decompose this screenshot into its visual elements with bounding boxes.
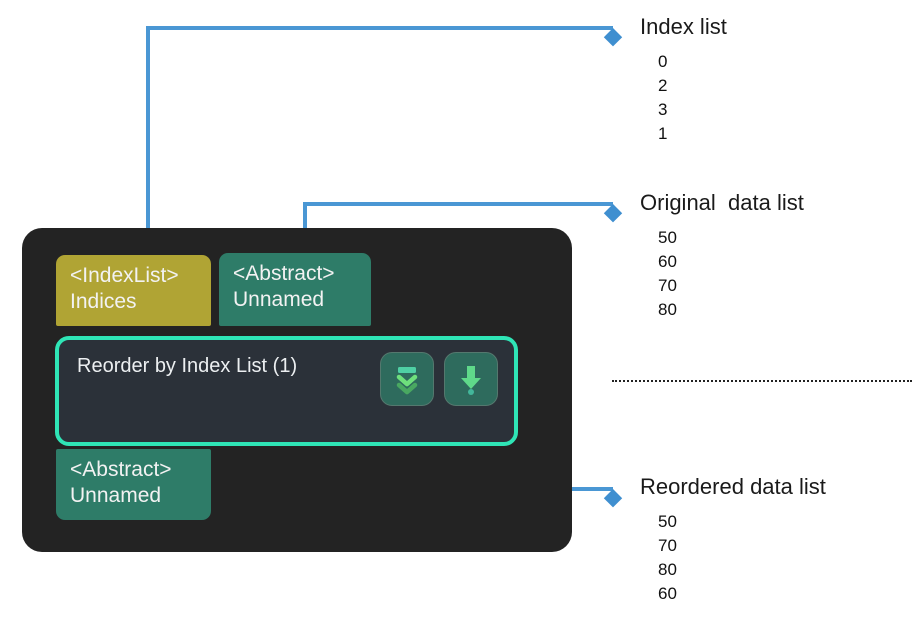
list-item: 70 xyxy=(658,276,677,296)
list-item: 2 xyxy=(658,76,668,96)
list-item: 3 xyxy=(658,100,668,120)
operator-actions xyxy=(380,352,498,406)
annotation-index-list: Index list 0 2 3 1 xyxy=(640,16,727,147)
list-item: 60 xyxy=(658,584,677,604)
annotation-values: 50 70 80 60 xyxy=(640,510,826,607)
node-name-label: Unnamed xyxy=(70,483,162,507)
download-arrow-icon xyxy=(461,366,481,395)
list-item: 50 xyxy=(658,228,677,247)
list-item: 1 xyxy=(658,124,668,144)
download-arrow-button[interactable] xyxy=(444,352,498,406)
collapse-chevrons-down-icon xyxy=(396,367,418,395)
annotation-values: 50 60 70 80 xyxy=(640,226,804,323)
list-item: 80 xyxy=(658,300,677,320)
node-abstract-output[interactable]: <Abstract> Unnamed xyxy=(56,449,211,520)
node-indexlist[interactable]: <IndexList> Indices xyxy=(56,255,211,326)
list-item: 0 xyxy=(658,52,668,71)
list-item: 60 xyxy=(658,252,677,272)
node-abstract-input[interactable]: <Abstract> Unnamed xyxy=(219,253,371,326)
list-item: 80 xyxy=(658,560,677,580)
node-graph-panel: <IndexList> Indices <Abstract> Unnamed R… xyxy=(22,228,572,552)
annotation-title: Original data list xyxy=(640,190,804,215)
node-name-label: Indices xyxy=(70,289,137,313)
node-type-label: <Abstract> xyxy=(70,458,172,481)
annotation-values: 0 2 3 1 xyxy=(640,50,727,147)
node-name-label: Unnamed xyxy=(233,287,325,311)
collapse-chevrons-down-button[interactable] xyxy=(380,352,434,406)
annotation-reordered-data-list: Reordered data list 50 70 80 60 xyxy=(640,476,826,607)
annotation-title: Index list xyxy=(640,14,727,39)
operator-node-reorder-by-index-list[interactable]: Reorder by Index List (1) xyxy=(55,336,518,446)
list-item: 50 xyxy=(658,512,677,531)
section-divider xyxy=(612,380,912,382)
annotation-title: Reordered data list xyxy=(640,474,826,499)
annotation-original-data-list: Original data list 50 60 70 80 xyxy=(640,192,804,323)
node-type-label: <IndexList> xyxy=(70,264,179,287)
operator-title: Reorder by Index List (1) xyxy=(77,355,298,377)
node-type-label: <Abstract> xyxy=(233,262,335,285)
list-item: 70 xyxy=(658,536,677,556)
